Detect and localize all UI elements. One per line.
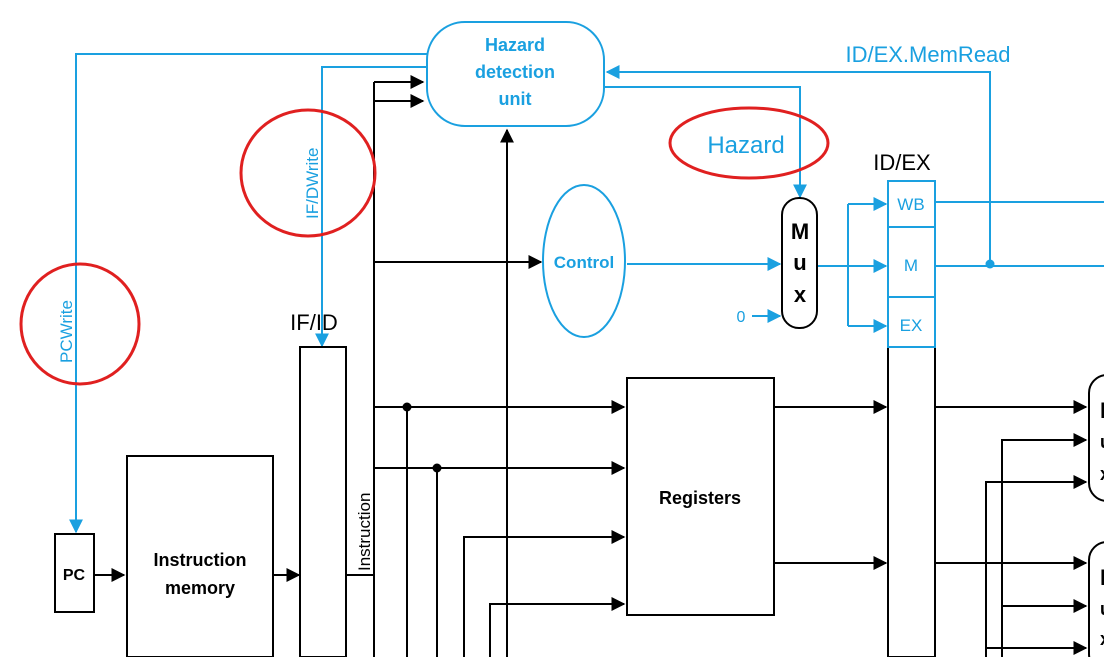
pcwrite-highlight-circle — [19, 262, 141, 386]
pc-label: PC — [63, 567, 86, 584]
right-mux-top-m: M — [1100, 398, 1104, 423]
id-ex-label: ID/EX — [873, 150, 931, 175]
mux-letter-m: M — [791, 219, 809, 244]
id-ex-register — [887, 346, 936, 657]
registers-block — [626, 377, 775, 616]
hazard-label: Hazard — [707, 132, 784, 159]
hazard-highlight-circle — [668, 106, 830, 180]
right-mux-top-u: u — [1100, 432, 1104, 452]
right-mux-bottom-x: x — [1100, 629, 1104, 649]
pcwrite-label: PCWrite — [57, 300, 76, 363]
memread-junction — [985, 259, 995, 269]
right-mux-bottom-u: u — [1100, 599, 1104, 619]
pc-register — [54, 533, 95, 613]
ifdwrite-highlight-circle — [239, 108, 377, 238]
pcwrite-wire — [69, 53, 427, 534]
if-id-label: IF/ID — [290, 310, 338, 335]
hazard-unit-line3: unit — [499, 89, 532, 109]
hazard-unit-line1: Hazard — [485, 35, 545, 55]
right-mux-top-x: x — [1100, 464, 1104, 484]
memread-label: ID/EX.MemRead — [845, 42, 1010, 67]
right-mux-bottom-m: M — [1100, 565, 1104, 590]
ifdwrite-label: IF/DWrite — [303, 148, 322, 219]
memread-wire — [605, 65, 991, 264]
hazard-unit-line2: detection — [475, 62, 555, 82]
im-label-line1: Instruction — [154, 550, 247, 570]
control-unit — [542, 184, 626, 338]
control-wires — [69, 53, 1104, 534]
write-reg-input — [463, 530, 626, 657]
control-label: Control — [554, 253, 614, 272]
instruction-label: Instruction — [355, 493, 374, 571]
instruction-memory — [126, 455, 274, 657]
hazard-to-mux-wire — [604, 86, 807, 199]
id-ex-wb-field — [887, 180, 936, 228]
mux-letter-x: x — [794, 282, 807, 307]
write-data-input — [489, 597, 626, 657]
ex-label: EX — [900, 316, 923, 335]
right-mux-top — [1088, 374, 1104, 502]
wb-label: WB — [897, 195, 924, 214]
fwd-wire-1 — [1001, 433, 1088, 657]
id-ex-ex-field — [887, 296, 936, 348]
if-id-register — [299, 346, 347, 657]
fwd-wire-2 — [985, 475, 1088, 657]
id-ex-m-field — [887, 226, 936, 298]
mux-letter-u: u — [793, 250, 806, 275]
hazard-detection-unit — [426, 21, 605, 127]
m-label: M — [904, 256, 918, 275]
registers-label: Registers — [659, 488, 741, 508]
datapath-wires — [94, 75, 1088, 657]
im-label-line2: memory — [165, 578, 235, 598]
right-mux-bottom — [1088, 541, 1104, 657]
zero-label: 0 — [737, 309, 746, 326]
ifdwrite-wire — [315, 66, 427, 348]
control-mux — [781, 197, 818, 329]
